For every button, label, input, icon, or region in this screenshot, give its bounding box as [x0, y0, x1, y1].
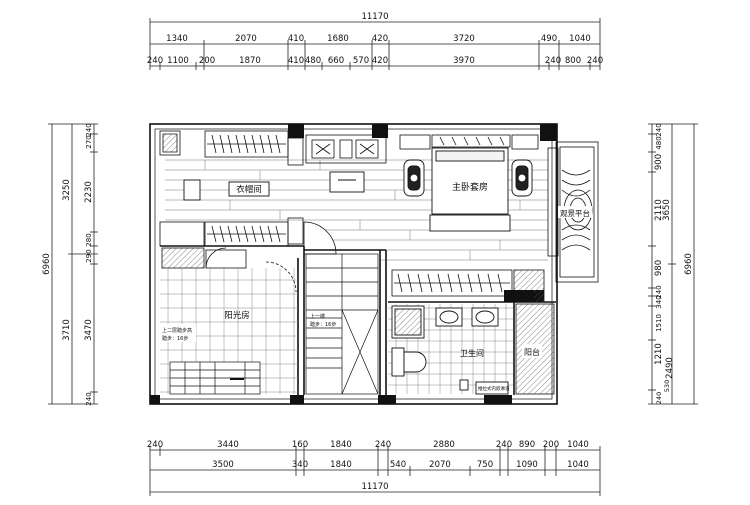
room-balcony: 阳台	[524, 347, 540, 357]
dim-left-inner-2: 2230	[84, 181, 94, 203]
dim-right-inner-7: 1510	[655, 314, 663, 332]
left-ticks	[48, 123, 98, 405]
dim-top-r1-7: 1040	[569, 34, 591, 44]
dim-left-inner-4: 290	[85, 249, 93, 262]
dim-bot-r2-1: 340	[292, 460, 308, 470]
sunroom-stairs	[169, 361, 261, 395]
dim-bot-r1-4: 240	[375, 440, 391, 450]
dim-right-inner-8: 1210	[654, 343, 664, 365]
bathroom-fixtures	[391, 305, 509, 395]
dim-top-r2-6: 660	[328, 56, 344, 66]
right-ticks	[648, 123, 698, 405]
dim-right-inner-0: 240	[655, 123, 663, 136]
dim-bot-r2-0: 3500	[212, 460, 234, 470]
dim-top-r1-2: 410	[288, 34, 304, 44]
dim-bot-r2-3: 540	[390, 460, 406, 470]
dim-top-r2-7: 570	[353, 56, 369, 66]
dim-bot-r1-3: 1840	[330, 440, 352, 450]
dim-top-r2-10: 240	[545, 56, 561, 66]
dim-top-r2-1: 1100	[167, 56, 189, 66]
dim-right-inner-4: 980	[654, 260, 664, 276]
room-closet: 衣帽间	[236, 184, 262, 195]
balcony	[515, 303, 555, 395]
dim-right-inner-2: 900	[654, 154, 664, 170]
dim-bot-r1-5: 2880	[433, 440, 455, 450]
dim-top-r2-8: 420	[372, 56, 388, 66]
room-bathroom: 卫生间	[460, 348, 484, 358]
dim-top-r1-5: 3720	[453, 34, 475, 44]
dim-bot-r1-2: 160	[292, 440, 308, 450]
room-terrace: 观景平台	[560, 208, 590, 218]
main-stairs	[305, 253, 379, 395]
dim-top-r2-4: 410	[288, 56, 304, 66]
nightstand-lamps	[403, 159, 533, 197]
dim-right-outer-0: 3650	[662, 199, 672, 221]
dim-top-r2-0: 240	[147, 56, 163, 66]
bath-note: 推拉式内嵌淋浴	[478, 385, 510, 392]
dim-left-inner-1: 240	[85, 123, 93, 136]
dim-right-inner-9: 2490	[665, 357, 675, 379]
dim-top-r2-5: 480	[305, 56, 321, 66]
top-ticks	[149, 18, 601, 70]
dim-bottom-total: 11170	[361, 482, 388, 492]
dim-left-inner-5: 3470	[84, 319, 94, 341]
dim-right-inner-6: 340	[655, 295, 663, 308]
dim-bot-r2-7: 1040	[567, 460, 589, 470]
dim-top-r1-1: 2070	[235, 34, 257, 44]
dim-left-inner-0: 270	[85, 135, 93, 148]
outer-wall	[149, 123, 558, 405]
dim-right-total: 6960	[684, 253, 694, 275]
dim-bot-r1-6: 240	[496, 440, 512, 450]
stair-note-2: 踏步：16步	[310, 321, 336, 328]
dim-bot-r2-4: 2070	[429, 460, 451, 470]
dim-right-inner-5: 240	[655, 285, 663, 298]
dim-bot-r2-2: 1840	[330, 460, 352, 470]
dim-left-total: 6960	[42, 253, 52, 275]
dim-bot-r1-0: 240	[147, 440, 163, 450]
dim-top-r2-12: 240	[587, 56, 603, 66]
dim-bot-r2-6: 1090	[516, 460, 538, 470]
sunroom-note-2: 踏步：16步	[162, 335, 188, 342]
dim-top-r2-3: 1870	[239, 56, 261, 66]
dim-top-r2-11: 800	[565, 56, 581, 66]
master-bed	[429, 147, 511, 232]
tv-cabinet	[305, 134, 387, 164]
dim-bot-r1-9: 1040	[567, 440, 589, 450]
bottom-ticks	[149, 446, 601, 496]
dim-left-outer-1: 3710	[62, 319, 72, 341]
dimension-lines	[48, 18, 698, 496]
dim-bot-r2-5: 750	[477, 460, 493, 470]
dim-left-outer-0: 3250	[62, 179, 72, 201]
closet-furniture	[183, 171, 365, 201]
dim-top-r2-9: 3970	[453, 56, 475, 66]
dim-left-inner-6: 240	[85, 392, 93, 405]
dim-top-r1-4: 420	[372, 34, 388, 44]
dim-right-inner-11: 530	[663, 380, 671, 392]
stair-note-1: 上一楼	[310, 313, 325, 320]
room-sunroom: 阳光房	[224, 310, 250, 321]
dim-right-inner-3: 2110	[654, 199, 664, 221]
dimension-labels: 11170 1340 2070 410 1680 420 3720 490 10…	[42, 12, 694, 492]
dim-right-inner-10: 240	[655, 392, 663, 404]
dim-top-r1-0: 1340	[166, 34, 188, 44]
dim-top-total: 11170	[361, 12, 388, 22]
dim-bot-r1-8: 200	[543, 440, 559, 450]
dim-right-inner-1: 480	[655, 136, 663, 149]
dim-top-r1-3: 1680	[327, 34, 349, 44]
plan-body: 主卧套房 衣帽间	[149, 123, 599, 405]
bath-cabinet	[391, 269, 545, 303]
bedroom-wardrobe	[399, 134, 539, 150]
sunroom-note-1: 上二层踏步高	[162, 327, 192, 334]
wardrobe-bottom	[159, 217, 304, 269]
sunroom-door-arc	[265, 261, 297, 293]
room-master-bedroom: 主卧套房	[452, 181, 488, 193]
dim-top-r2-2: 200	[199, 56, 215, 66]
dim-top-r1-6: 490	[541, 34, 557, 44]
dim-bot-r1-7: 890	[519, 440, 535, 450]
dim-left-inner-3: 280	[85, 233, 93, 246]
dim-bot-r1-1: 3440	[217, 440, 239, 450]
wardrobe-top	[159, 130, 304, 166]
